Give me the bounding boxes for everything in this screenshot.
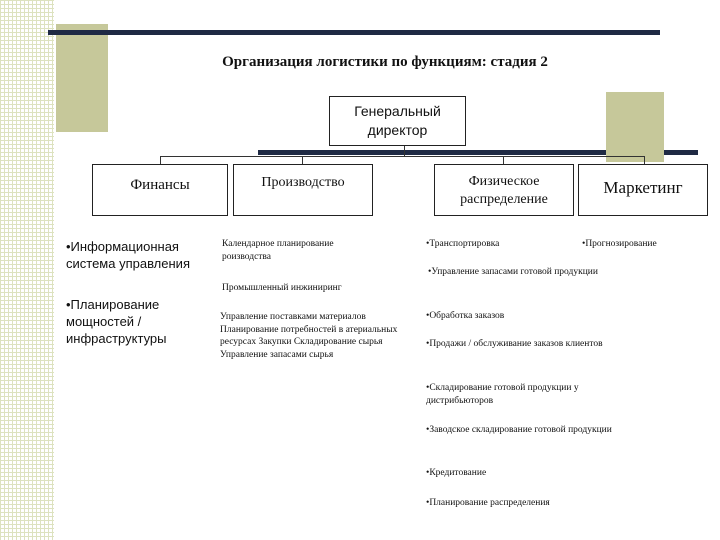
connector (404, 146, 405, 156)
physical-item: •Управление запасами готовой продукции (428, 267, 598, 277)
production-item: Промышленный инжиниринг (222, 283, 342, 293)
decorative-square (56, 24, 108, 132)
connector (160, 156, 644, 157)
ceo-box: Генеральный директор (329, 96, 466, 146)
production-item: Управление поставками материалов Планиро… (220, 312, 398, 360)
finance-box: Финансы (92, 164, 228, 216)
finance-item: •Планирование мощностей / инфраструктуры (66, 297, 167, 346)
decorative-square-right (606, 92, 664, 162)
physical-item: •Транспортировка (426, 239, 500, 249)
ceo-label: Генеральный директор (354, 103, 441, 138)
connector (302, 156, 303, 164)
marketing-item: •Прогнозирование (582, 239, 657, 249)
page-title: Организация логистики по функциям: стади… (222, 54, 548, 70)
physical-item: •Продажи / обслуживание заказов клиентов (426, 339, 603, 349)
finance-label: Финансы (130, 177, 190, 193)
production-item: Календарное планирование роизводства (222, 239, 334, 262)
physical-item: •Кредитование (426, 468, 487, 478)
physical-item: •Складирование готовой продукции у дистр… (426, 383, 579, 406)
physical-item: •Заводское складирование готовой продукц… (426, 425, 612, 435)
marketing-box: Маркетинг (578, 164, 708, 216)
connector (160, 156, 161, 164)
top-accent-line (48, 30, 660, 35)
finance-item: •Информационная система управления (66, 239, 190, 271)
physical-distribution-box: Физическое распределение (434, 164, 574, 216)
connector (503, 156, 504, 164)
physical-distribution-label: Физическое распределение (460, 174, 548, 207)
marketing-label: Маркетинг (603, 178, 683, 197)
physical-item: •Обработка заказов (426, 311, 505, 321)
mid-accent-line (258, 150, 698, 155)
physical-item: •Планирование распределения (426, 498, 550, 508)
production-label: Производство (261, 175, 345, 190)
decorative-stripe (0, 0, 54, 540)
production-box: Производство (233, 164, 373, 216)
connector (644, 156, 645, 164)
